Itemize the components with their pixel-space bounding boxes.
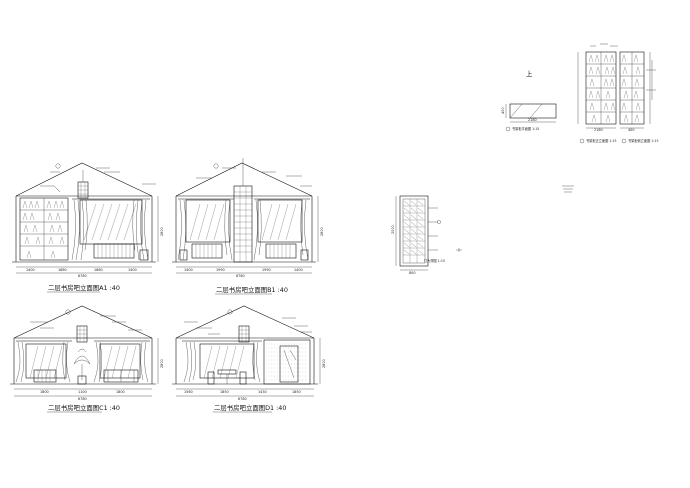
- elevation-c1-drawing: [10, 305, 159, 397]
- shelf-side-width-dim: 400: [628, 128, 634, 132]
- elevation-b1-sub-dim-4: 1400: [294, 268, 303, 272]
- shelf-front-drawing: [577, 43, 618, 129]
- elevation-d1: 1560 1850 1430 1850 6780 2800 二层书房吧立面图D1…: [172, 305, 326, 413]
- elevation-c1-sub-dim-3: 1800: [116, 390, 125, 394]
- elevation-d1-caption: 二层书房吧立面图D1 :40: [214, 403, 286, 412]
- elevation-d1-total-dim: 6780: [238, 397, 247, 401]
- elevation-d1-drawing: [172, 305, 321, 397]
- elevation-d1-height-dim: 2800: [322, 359, 326, 368]
- elevation-b1-sub-dim-3: 1990: [262, 268, 271, 272]
- shelf-plan-marker: [505, 126, 511, 132]
- shelf-plan-width-dim: 2180: [528, 118, 537, 122]
- door-detail: 2000 800 门大样图 1:15: [391, 195, 462, 275]
- elevation-b1-sub-dim-2: 1990: [216, 268, 225, 272]
- elevation-b1-caption: 二层书房吧立面图B1 :40: [216, 285, 288, 294]
- door-width-dim: 800: [409, 271, 415, 275]
- elevation-b1-drawing: [172, 158, 319, 274]
- shelf-side-drawing: [619, 51, 656, 129]
- elevation-a1-drawing: [12, 162, 159, 274]
- shelf-plan-depth-dim: 400: [501, 108, 505, 114]
- shelf-side-caption: 书架柜侧立面图 1:15: [628, 138, 658, 143]
- elevation-a1-height-dim: 2800: [160, 227, 164, 236]
- shelf-side: 400 书架柜侧立面图 1:15: [619, 51, 658, 144]
- shelf-front-caption: 书架柜正立面图 1:15: [586, 138, 616, 143]
- elevation-a1-sub-dim-3: 1680: [94, 268, 103, 272]
- door-caption: 门大样图 1:15: [424, 258, 445, 263]
- elevation-c1-caption: 二层书房吧立面图C1 :40: [48, 403, 120, 412]
- elevation-c1-sub-dim-1: 1800: [40, 390, 49, 394]
- elevation-c1-total-dim: 6780: [78, 397, 87, 401]
- shelf-side-marker: [621, 138, 627, 144]
- elevation-d1-sub-dim-4: 1850: [292, 390, 301, 394]
- door-height-dim: 2000: [391, 225, 395, 234]
- elevation-a1-sub-dim-1: 1400: [26, 268, 35, 272]
- elevation-c1: 1800 1100 1800 6780 2800 二层书房吧立面图C1 :40: [10, 305, 164, 413]
- shelf-front: 2180 书架柜正立面图 1:15: [577, 43, 618, 144]
- shelf-plan: 上 400 2180 书架柜平面图 1:15: [501, 69, 557, 132]
- door-detail-drawing: [395, 195, 462, 271]
- elevation-a1-caption: 二层书房吧立面图A1 :40: [48, 283, 120, 292]
- elevation-a1-sub-dim-2: 1680: [58, 268, 67, 272]
- elevation-a1-total-dim: 6780: [78, 274, 87, 278]
- elevation-b1: 1400 1990 1990 1400 6780 2800 二层书房吧立面图B1…: [172, 158, 324, 295]
- elevation-d1-sub-dim-1: 1560: [184, 390, 193, 394]
- elevation-b1-height-dim: 2800: [320, 227, 324, 236]
- note-mark: [562, 185, 574, 193]
- elevation-d1-sub-dim-2: 1850: [220, 390, 229, 394]
- shelf-front-marker: [579, 138, 585, 144]
- elevation-c1-sub-dim-2: 1100: [78, 390, 87, 394]
- elevation-b1-sub-dim-1: 1400: [184, 268, 193, 272]
- elevation-c1-height-dim: 2800: [160, 359, 164, 368]
- elevation-a1-sub-dim-4: 1400: [128, 268, 137, 272]
- elevation-b1-total-dim: 6780: [236, 274, 245, 278]
- elevation-a1: 1400 1680 1680 1400 6780 2800 二层书房吧立面图A1…: [12, 162, 164, 293]
- shelf-front-width-dim: 2180: [594, 128, 603, 132]
- up-mark: 上: [526, 69, 533, 78]
- shelf-plan-caption: 书架柜平面图 1:15: [512, 126, 539, 131]
- elevation-d1-sub-dim-3: 1430: [258, 390, 267, 394]
- shelf-plan-drawing: [505, 103, 557, 123]
